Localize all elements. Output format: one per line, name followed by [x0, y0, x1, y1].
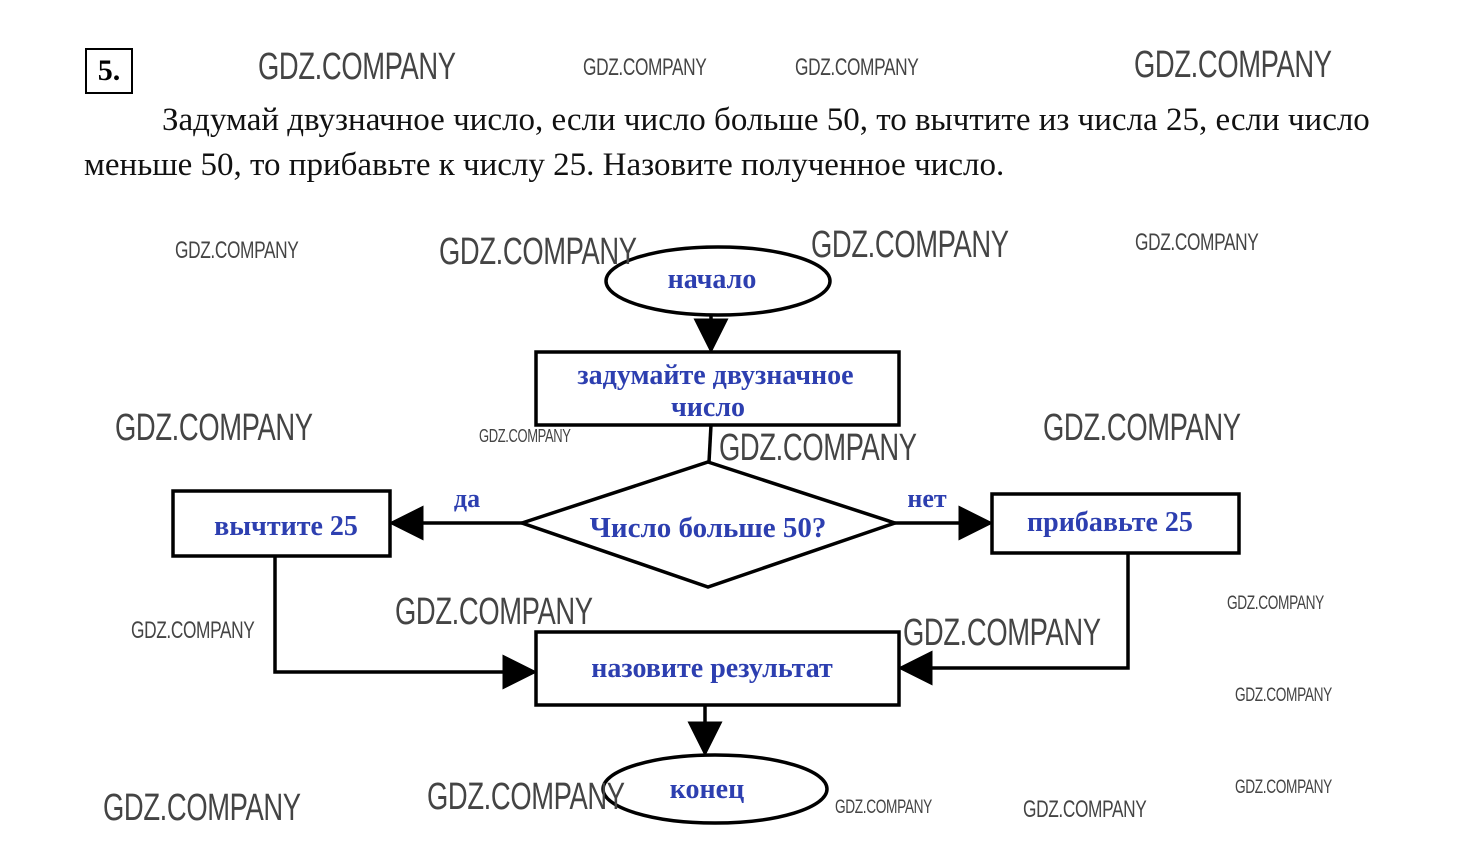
- watermark: GDZ.COMPANY: [1227, 593, 1324, 614]
- watermark: GDZ.COMPANY: [1043, 407, 1241, 449]
- arrow-no-output: [897, 553, 1130, 686]
- problem-number: 5.: [85, 48, 133, 94]
- watermark: GDZ.COMPANY: [1134, 44, 1332, 86]
- no-action-label: прибавьте 25: [1027, 507, 1193, 538]
- problem-text: Задумай двузначное число, если число бол…: [84, 102, 1370, 183]
- watermark: GDZ.COMPANY: [479, 426, 571, 446]
- yes-action-label: вычтите 25: [214, 511, 358, 542]
- watermark: GDZ.COMPANY: [795, 54, 919, 81]
- end-label: конец: [670, 774, 744, 805]
- watermark: GDZ.COMPANY: [1135, 229, 1259, 256]
- watermark: GDZ.COMPANY: [1023, 796, 1147, 823]
- watermark: GDZ.COMPANY: [427, 776, 625, 818]
- arrow-yes-output: [273, 556, 538, 690]
- no-label: нет: [907, 484, 947, 513]
- line-input-condition: [707, 424, 713, 463]
- watermark: GDZ.COMPANY: [439, 231, 637, 273]
- start-label: начало: [668, 264, 757, 295]
- output-node: [534, 630, 901, 707]
- yes-label: да: [454, 484, 480, 513]
- watermark: GDZ.COMPANY: [395, 591, 593, 633]
- condition-node: [516, 460, 901, 589]
- yes-action-node: [171, 489, 392, 558]
- watermark: GDZ.COMPANY: [903, 612, 1101, 654]
- watermark: GDZ.COMPANY: [835, 797, 932, 818]
- condition-label: Число больше 50?: [590, 512, 827, 544]
- input-label: задумайте двузначное число: [577, 360, 860, 423]
- watermark: GDZ.COMPANY: [583, 54, 707, 81]
- watermark: GDZ.COMPANY: [258, 46, 456, 88]
- watermark: GDZ.COMPANY: [115, 407, 313, 449]
- watermark: GDZ.COMPANY: [131, 617, 255, 644]
- watermark: GDZ.COMPANY: [175, 237, 299, 264]
- no-action-node: [990, 492, 1241, 555]
- start-node: [604, 245, 832, 317]
- watermark: GDZ.COMPANY: [1235, 685, 1332, 706]
- watermark: GDZ.COMPANY: [1235, 777, 1332, 798]
- output-label: назовите результат: [591, 653, 833, 684]
- watermark: GDZ.COMPANY: [103, 787, 301, 829]
- end-node: [601, 753, 829, 825]
- watermark: GDZ.COMPANY: [719, 427, 917, 469]
- watermark: GDZ.COMPANY: [811, 224, 1009, 266]
- input-node: [534, 350, 901, 427]
